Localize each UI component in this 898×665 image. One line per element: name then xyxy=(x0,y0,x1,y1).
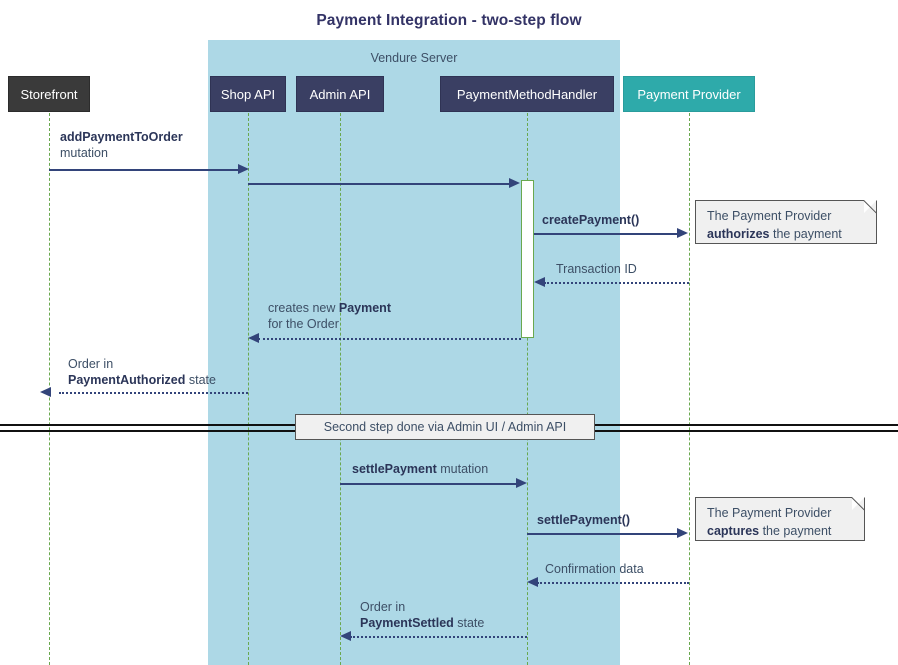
message-label-bold-add-payment: addPaymentToOrder xyxy=(60,130,183,144)
group-label-vendure-server: Vendure Server xyxy=(370,51,458,65)
participant-shop-api[interactable]: Shop API xyxy=(210,76,286,112)
message-line-order-payment-authorized xyxy=(59,392,248,394)
message-arrowhead-transaction-id xyxy=(534,277,545,287)
note-captures: The Payment Provider captures the paymen… xyxy=(695,497,865,541)
message-line-transaction-id xyxy=(544,282,689,284)
message-line-creates-new-payment xyxy=(258,338,521,340)
message-line-shop-api-to-handler xyxy=(248,183,510,185)
message-label-bold-create-payment: createPayment() xyxy=(542,213,640,227)
participant-label-shop-api: Shop API xyxy=(220,86,276,102)
message-label-bold-creates-new-payment: Payment xyxy=(338,301,391,315)
message-line-create-payment xyxy=(534,233,678,235)
message-label-creates-new-payment: creates new Payment for the Order xyxy=(268,300,391,332)
message-line-add-payment-to-order xyxy=(49,169,239,171)
note-authorizes-line1: The Payment Provider xyxy=(707,209,832,223)
message-label-rest-creates-new-payment: creates new xyxy=(268,301,339,315)
message-label-transaction-id: Transaction ID xyxy=(556,261,637,277)
message-line-confirmation-data xyxy=(537,582,689,584)
participant-admin-api[interactable]: Admin API xyxy=(296,76,384,112)
message-label-text-confirmation-data: Confirmation data xyxy=(545,562,644,576)
message-label-line2-creates-new-payment: for the Order xyxy=(268,317,339,331)
message-arrowhead-order-payment-authorized xyxy=(40,387,51,397)
message-arrowhead-creates-new-payment xyxy=(248,333,259,343)
message-label-bold-order-authorized: PaymentAuthorized xyxy=(68,373,186,387)
message-arrowhead-order-payment-settled xyxy=(340,631,351,641)
note-captures-line1: The Payment Provider xyxy=(707,506,832,520)
message-label-settle-payment-call: settlePayment() xyxy=(537,512,630,528)
page-title: Payment Integration - two-step flow xyxy=(316,12,582,29)
message-arrowhead-add-payment-to-order xyxy=(238,164,249,174)
message-arrowhead-settle-payment-call xyxy=(677,528,688,538)
message-label-rest-order-authorized: state xyxy=(185,373,216,387)
message-label-confirmation-data: Confirmation data xyxy=(545,561,644,577)
note-authorizes-rest: the payment xyxy=(769,227,842,241)
note-fold-corner-icon xyxy=(864,200,877,213)
participant-label-storefront: Storefront xyxy=(20,86,78,102)
participant-payment-method-handler[interactable]: PaymentMethodHandler xyxy=(440,76,614,112)
note-fold-corner-icon-2 xyxy=(852,497,865,510)
message-label-rest-add-payment: mutation xyxy=(60,146,108,160)
lifeline-shop-api xyxy=(248,113,249,665)
message-arrowhead-settle-payment-mutation xyxy=(516,478,527,488)
message-arrowhead-create-payment xyxy=(677,228,688,238)
message-line-settle-payment-call xyxy=(527,533,678,535)
note-captures-rest: the payment xyxy=(759,524,832,538)
message-label-order-payment-authorized: Order in PaymentAuthorized state xyxy=(68,356,216,388)
message-arrowhead-confirmation-data xyxy=(527,577,538,587)
participant-storefront[interactable]: Storefront xyxy=(8,76,90,112)
note-captures-bold: captures xyxy=(707,524,760,538)
message-label-order-payment-settled: Order in PaymentSettled state xyxy=(360,599,484,631)
message-arrowhead-shop-api-to-handler xyxy=(509,178,520,188)
lifeline-handler xyxy=(527,113,528,665)
participant-label-admin-api: Admin API xyxy=(309,86,371,102)
note-authorizes-bold: authorizes xyxy=(707,227,770,241)
message-label-line1-order-settled: Order in xyxy=(360,600,406,614)
divider-label-text: Second step done via Admin UI / Admin AP… xyxy=(323,420,567,434)
participant-label-handler: PaymentMethodHandler xyxy=(456,86,598,102)
message-label-bold-order-settled: PaymentSettled xyxy=(360,616,454,630)
message-label-text-transaction-id: Transaction ID xyxy=(556,262,637,276)
message-label-line1-order-authorized: Order in xyxy=(68,357,114,371)
participant-payment-provider[interactable]: Payment Provider xyxy=(623,76,755,112)
message-label-bold-settle-payment-call: settlePayment() xyxy=(537,513,631,527)
message-label-add-payment-to-order: addPaymentToOrder mutation xyxy=(60,129,183,161)
message-label-bold-settle-payment-mutation: settlePayment xyxy=(352,462,437,476)
message-label-rest-settle-payment-mutation: mutation xyxy=(436,462,489,476)
message-label-create-payment: createPayment() xyxy=(542,212,639,228)
note-authorizes: The Payment Provider authorizes the paym… xyxy=(695,200,877,244)
activation-bar-handler xyxy=(521,180,534,338)
message-label-settle-payment-mutation: settlePayment mutation xyxy=(352,461,488,477)
participant-label-provider: Payment Provider xyxy=(637,86,741,102)
message-label-rest-order-settled: state xyxy=(453,616,485,630)
divider-label: Second step done via Admin UI / Admin AP… xyxy=(295,414,595,440)
lifeline-admin-api xyxy=(340,113,341,665)
lifeline-provider xyxy=(689,113,690,665)
message-line-order-payment-settled xyxy=(350,636,527,638)
message-line-settle-payment-mutation xyxy=(340,483,517,485)
group-box-vendure-server xyxy=(208,40,620,665)
